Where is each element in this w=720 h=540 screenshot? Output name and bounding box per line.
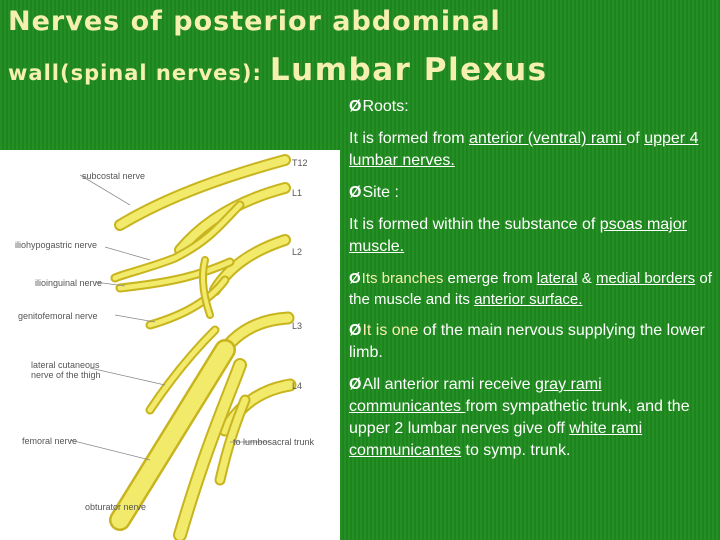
main-text: ØIt is one of the main nervous supplying…: [349, 320, 714, 364]
rami-e: to symp. trunk.: [461, 442, 571, 459]
label-l3: L3: [292, 321, 303, 331]
site-text: It is formed within the substance of pso…: [349, 214, 714, 258]
label-genitofemoral: genitofemoral nerve: [18, 311, 98, 321]
roots-text-a: It is formed from: [349, 130, 470, 147]
site-text-a: It is formed within the substance of: [349, 216, 600, 233]
branches-f: of the muscle and its: [349, 270, 712, 308]
rami-b: gray rami communicantes: [349, 376, 602, 415]
bullet-arrow: Ø: [349, 184, 362, 201]
label-lateral-cutaneous-2: nerve of the thigh: [31, 370, 101, 380]
site-heading: ØSite :: [349, 182, 714, 204]
slide-title-line-1: Nerves of posterior abdominal: [8, 6, 501, 37]
label-lateral-cutaneous-1: lateral cutaneous: [31, 360, 100, 370]
roots-text: It is formed from anterior (ventral) ram…: [349, 128, 714, 172]
roots-heading-text: Roots:: [362, 98, 409, 115]
branches-text: ØIts branches emerge from lateral & medi…: [349, 268, 714, 310]
rami-d: white rami communicantes: [349, 420, 643, 459]
branches-e: medial borders: [595, 270, 696, 287]
label-l1: L1: [292, 188, 303, 198]
label-femoral: femoral nerve: [22, 436, 78, 446]
slide-content: ØRoots: It is formed from anterior (vent…: [349, 96, 714, 462]
branches-d: &: [577, 270, 596, 287]
bullet-arrow: Ø: [349, 376, 362, 393]
roots-text-c: of: [626, 130, 645, 147]
roots-text-b: anterior (ventral) rami: [469, 130, 627, 147]
branches-b: emerge from: [443, 270, 537, 287]
roots-text-d: upper 4 lumbar nerves.: [349, 130, 699, 169]
branches-a: Its branches: [361, 270, 444, 287]
rami-text: ØAll anterior rami receive gray rami com…: [349, 374, 714, 462]
branches-c: lateral: [536, 270, 578, 287]
bullet-arrow: Ø: [349, 322, 362, 339]
rami-c: from sympathetic trunk, and the upper 2 …: [349, 398, 690, 437]
label-t12: T12: [292, 158, 308, 168]
label-iliohypogastric: iliohypogastric nerve: [15, 240, 98, 250]
label-l4: L4: [292, 381, 303, 391]
label-subcostal: subcostal nerve: [82, 171, 146, 181]
label-lumbosacral: to lumbosacral trunk: [233, 437, 315, 447]
label-ilioinguinal: ilioinguinal nerve: [35, 278, 103, 288]
label-obturator: obturator nerve: [85, 502, 147, 512]
site-heading-text: Site :: [362, 184, 399, 201]
branches-g: anterior surface.: [474, 291, 583, 308]
label-l2: L2: [292, 247, 303, 257]
main-a: It is one: [362, 322, 419, 339]
title-prefix: wall(spinal nerves):: [8, 61, 262, 85]
site-text-b: psoas major muscle.: [349, 216, 687, 255]
lumbar-plexus-illustration: T12 L1 L2 L3 L4 subcostal nerve iliohypo…: [0, 150, 340, 540]
bullet-arrow: Ø: [349, 98, 362, 115]
slide-title-line-2: wall(spinal nerves): Lumbar Plexus: [8, 52, 548, 88]
bullet-arrow: Ø: [349, 270, 361, 287]
nerve-diagram: [69, 154, 297, 540]
main-b: of the main nervous supplying the lower …: [349, 322, 705, 361]
roots-heading: ØRoots:: [349, 96, 714, 118]
title-emphasis: Lumbar Plexus: [269, 52, 548, 88]
rami-a: All anterior rami receive: [362, 376, 535, 393]
